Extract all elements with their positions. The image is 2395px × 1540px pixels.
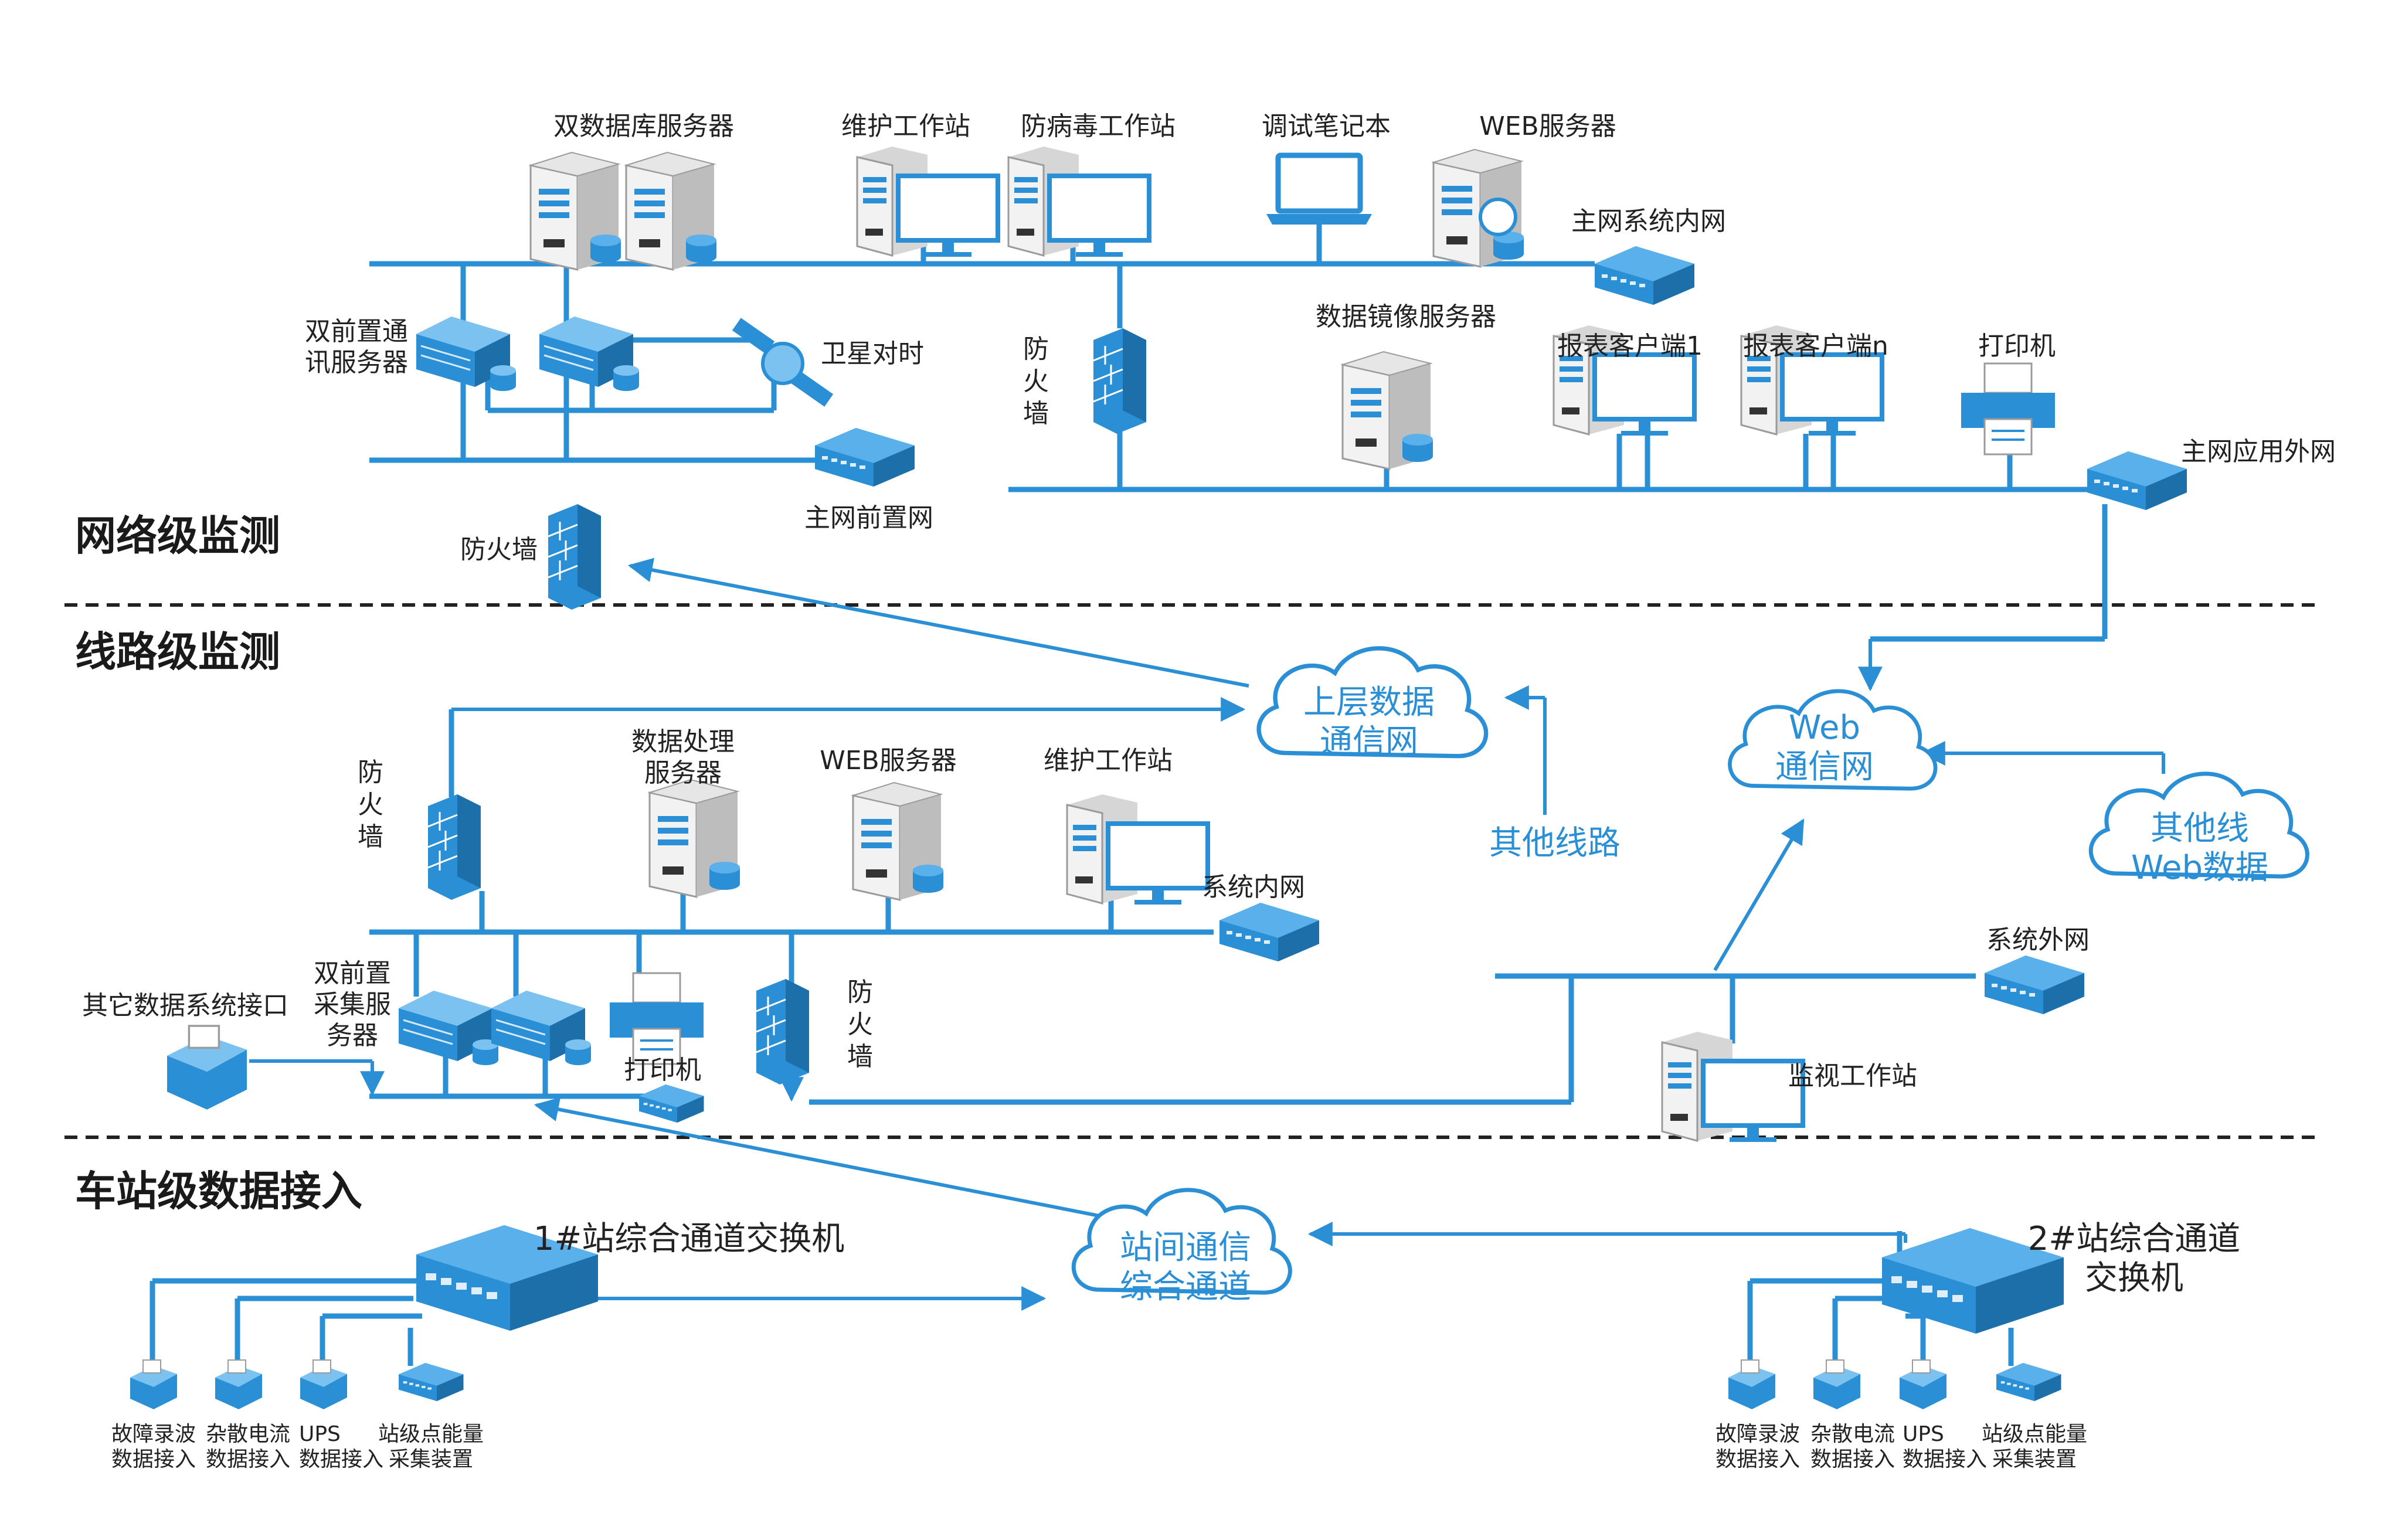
data-processing-server-label: 数据处理 服务器 [631, 727, 735, 788]
energy-collect-1-icon [399, 1363, 464, 1401]
report-client-n-label: 报表客户端n [1743, 331, 1888, 361]
other-data-iface-icon [166, 1025, 248, 1111]
line-firewall-vertical-label: 防 火 墙 [358, 757, 383, 852]
firewall-main-icon [1092, 327, 1147, 435]
energy-collect-1-label: 站级点能量 采集装置 [378, 1422, 484, 1472]
front-collect-server-2-icon [490, 990, 592, 1066]
printer-label: 打印机 [1978, 331, 2056, 361]
dual-db-servers-label: 双数据库服务器 [553, 111, 734, 141]
satellite-time-label: 卫星对时 [821, 339, 924, 369]
monitor-ws-label: 监视工作站 [1788, 1061, 1917, 1091]
main-internal-switch-icon [1595, 246, 1694, 305]
antivirus-ws-label: 防病毒工作站 [1021, 111, 1176, 141]
mirror-server-icon [1341, 351, 1434, 470]
ups-2-label: UPS 数据接入 [1903, 1422, 1988, 1472]
main-front-net-label: 主网前置网 [804, 503, 933, 533]
ups-1-icon [300, 1359, 348, 1410]
data-processing-server-icon [648, 779, 741, 898]
fault-record-2-icon [1728, 1359, 1776, 1410]
line-web-server-icon [852, 781, 945, 901]
section-network-heading: 网络级监测 [75, 512, 280, 560]
switch-2-label: 2#站综合通道 交换机 [2027, 1220, 2241, 1298]
upper-data-cloud-label: 上层数据 通信网 [1303, 684, 1435, 761]
other-web-cloud-label: 其他线 Web数据 [2131, 810, 2269, 888]
main-app-external-net-label: 主网应用外网 [2181, 437, 2336, 467]
globe-icon [1479, 198, 1517, 236]
system-external-net-label: 系统外网 [1986, 925, 2090, 955]
web-server-label: WEB服务器 [1479, 111, 1616, 141]
arrow-lines [249, 557, 2165, 1311]
satellite-icon [732, 318, 834, 407]
printer-line-icon [609, 972, 705, 1065]
other-lines-label: 其他线路 [1489, 824, 1621, 862]
firewall-line-2-icon [755, 978, 810, 1086]
system-internal-net-label: 系统内网 [1202, 872, 1305, 902]
energy-collect-2-icon [1996, 1363, 2061, 1401]
firewall-line-icon [427, 793, 482, 901]
section-line-heading: 线路级监测 [75, 628, 280, 676]
system-internal-switch-icon [1219, 903, 1319, 961]
debug-laptop-icon [1266, 155, 1372, 225]
line-maint-ws-label: 维护工作站 [1044, 746, 1173, 776]
firewall-vertical-label: 防 火 墙 [1023, 334, 1049, 429]
dual-front-collect-label: 双前置 采集服 务器 [314, 958, 391, 1051]
front-net-switch-icon [815, 428, 915, 487]
ups-1-label: UPS 数据接入 [299, 1422, 384, 1472]
main-internal-net-label: 主网系统内网 [1571, 206, 1726, 236]
other-data-iface-label: 其它数据系统接口 [82, 991, 288, 1021]
db-server-1-icon [529, 151, 622, 271]
maint-workstation-icon [857, 147, 998, 257]
web-cloud-label: Web 通信网 [1775, 709, 1874, 787]
line-web-server-label: WEB服务器 [820, 746, 957, 776]
db-server-2-icon [625, 151, 718, 271]
printer-network-icon [1960, 362, 2056, 455]
data-mirror-server-label: 数据镜像服务器 [1316, 302, 1496, 332]
fault-record-1-icon [130, 1359, 178, 1410]
debug-laptop-label: 调试笔记本 [1262, 111, 1391, 141]
maint-ws-label: 维护工作站 [841, 111, 970, 141]
report-client-1-label: 报表客户端1 [1557, 331, 1703, 361]
line-maint-workstation-icon [1067, 794, 1208, 905]
dual-front-comm-label: 双前置通 讯服务器 [305, 317, 408, 378]
inter-station-cloud-label: 站间通信 综合通道 [1120, 1229, 1251, 1307]
front-comm-server-1-icon [415, 315, 517, 392]
section-station-heading: 车站级数据接入 [75, 1167, 362, 1215]
app-external-switch-icon [2087, 451, 2187, 510]
system-external-switch-icon [1985, 956, 2084, 1014]
fault-record-1-label: 故障录波 数据接入 [111, 1422, 196, 1472]
stray-current-2-label: 杂散电流 数据接入 [1810, 1422, 1895, 1472]
line-firewall-vertical-2-label: 防 火 墙 [847, 977, 873, 1072]
firewall-label: 防火墙 [460, 535, 538, 565]
stray-current-1-icon [215, 1359, 263, 1410]
fault-record-2-label: 故障录波 数据接入 [1715, 1422, 1801, 1472]
switch-1-label: 1#站综合通道交换机 [533, 1220, 845, 1258]
stray-current-2-icon [1813, 1359, 1861, 1410]
printer-switch-icon [639, 1085, 704, 1123]
firewall-network-icon [547, 503, 602, 611]
stray-current-1-label: 杂散电流 数据接入 [205, 1422, 291, 1472]
antivirus-workstation-icon [1008, 147, 1149, 257]
front-comm-server-2-icon [538, 315, 640, 392]
energy-collect-2-label: 站级点能量 采集装置 [1981, 1422, 2088, 1472]
front-collect-server-1-icon [398, 990, 500, 1066]
ups-2-icon [1899, 1359, 1947, 1410]
monitor-workstation-icon [1662, 1032, 1803, 1142]
line-printer-label: 打印机 [624, 1055, 701, 1085]
